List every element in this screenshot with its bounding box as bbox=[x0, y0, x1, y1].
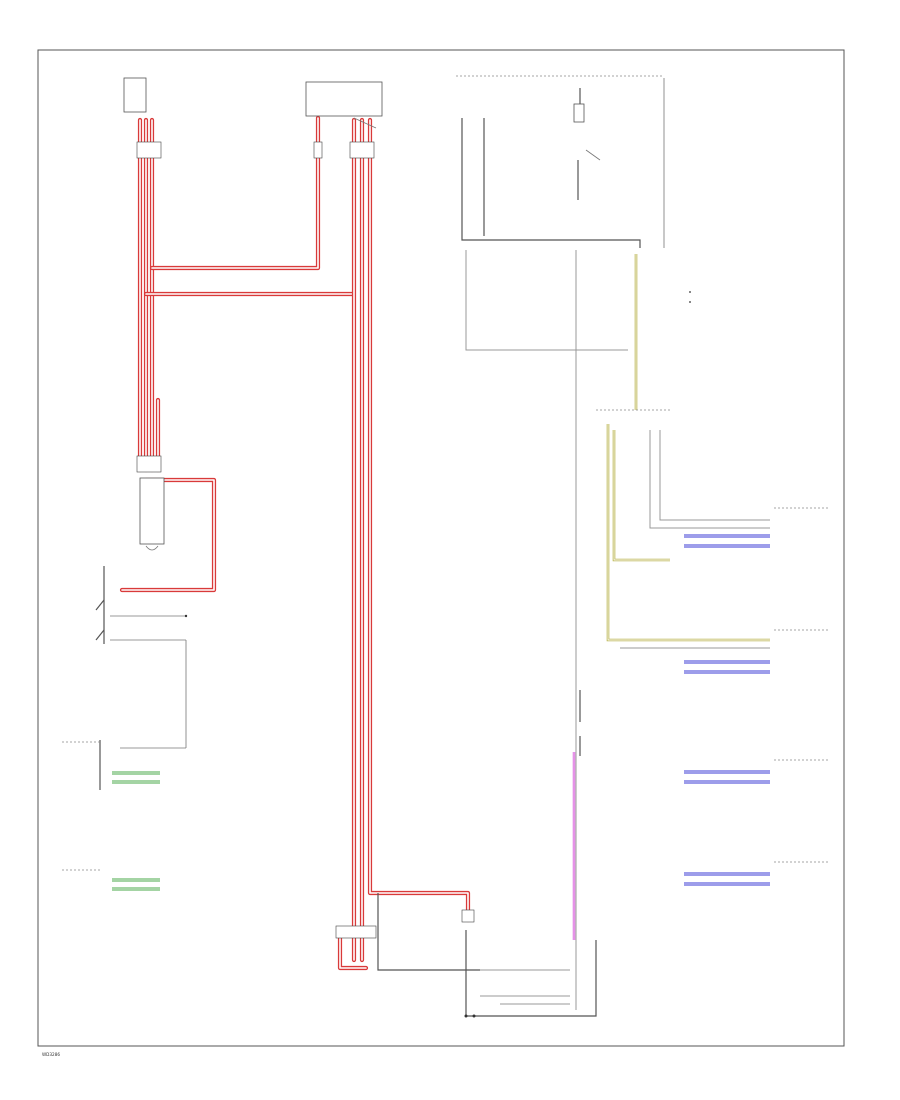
left-switch-group bbox=[95, 566, 188, 790]
engine-compartment-block bbox=[456, 75, 665, 248]
ambient-sensor-box bbox=[123, 77, 147, 113]
starter-circuit bbox=[377, 690, 597, 1018]
right-section-headers bbox=[62, 507, 828, 871]
power-relay-box bbox=[305, 81, 383, 117]
red-power-harness bbox=[119, 115, 471, 971]
blue-wires bbox=[684, 534, 770, 886]
red-connectors bbox=[136, 141, 475, 939]
diagram-code: WD3286 bbox=[42, 1052, 60, 1057]
diagram-frame bbox=[37, 49, 845, 1047]
junction-block bbox=[139, 477, 165, 545]
